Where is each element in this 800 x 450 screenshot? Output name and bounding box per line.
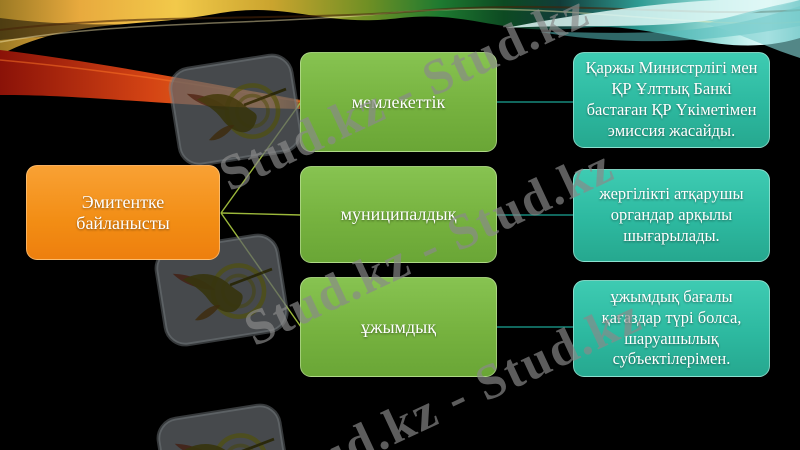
description-connectors (497, 101, 574, 328)
hummingbird-logo-icon (164, 47, 308, 179)
description-box-2: жергілікті атқарушы органдар арқылы шыға… (573, 169, 770, 262)
branch-box-memlekettik: мемлекеттік (300, 52, 497, 152)
branch-box-label: муниципалдық (340, 204, 457, 224)
description-text: ұжымдық бағалы қағаздар түрі болса, шару… (601, 286, 742, 369)
branch-box-label: мемлекеттік (351, 91, 446, 112)
branch-box-municipaldyq: муниципалдық (300, 166, 497, 263)
branch-box-label: ұжымдық (361, 316, 436, 337)
branch-box-uzhymdyq: ұжымдық (300, 277, 497, 377)
description-text: Қаржы Министрлігі мен ҚР Ұлттық Банкі ба… (585, 58, 758, 140)
description-text: жергілікті атқарушы органдар арқылы шыға… (599, 184, 744, 245)
description-box-1: Қаржы Министрлігі мен ҚР Ұлттық Банкі ба… (573, 52, 770, 148)
root-box-emitent: Эмитентке байланысты (26, 165, 220, 260)
description-box-3: ұжымдық бағалы қағаздар түрі болса, шару… (573, 280, 770, 377)
root-box-label: Эмитентке байланысты (76, 191, 170, 233)
hummingbird-logo-icon (152, 397, 296, 450)
